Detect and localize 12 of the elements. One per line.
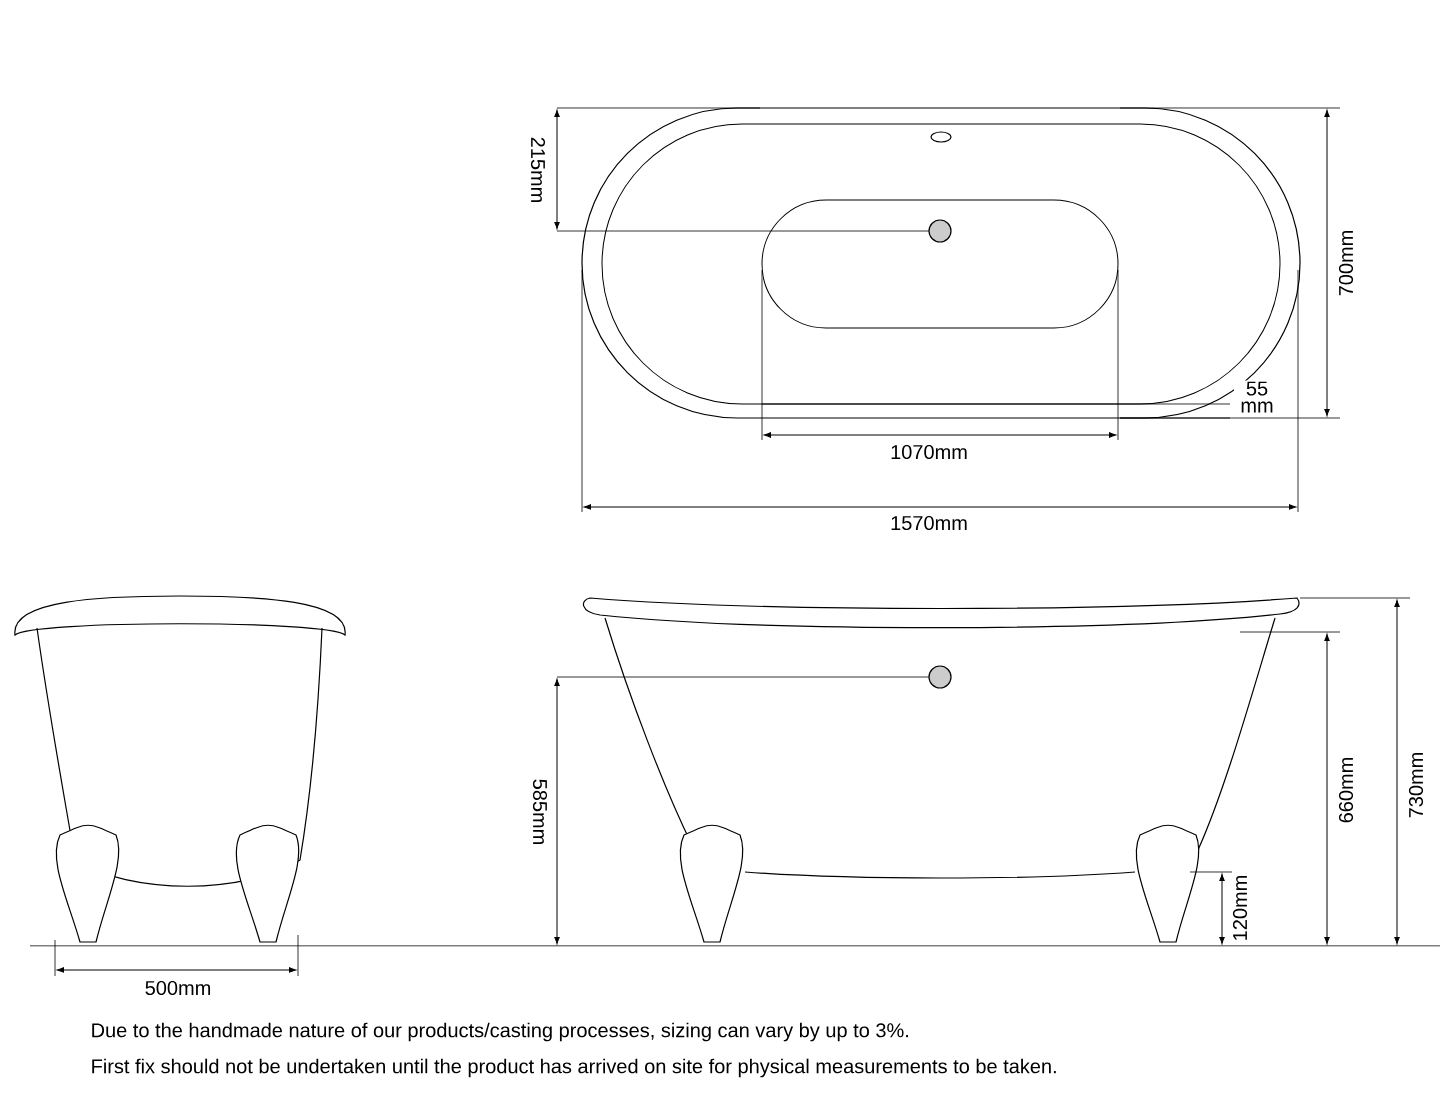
dimension-label: 500mm: [145, 980, 210, 996]
dimension-label: 585mm: [532, 779, 548, 844]
dimension-label: 55 mm: [1234, 380, 1280, 414]
dimension-label: 120mm: [1232, 876, 1248, 940]
dimension-label: 1570mm: [891, 515, 967, 531]
dimension-label: 1070mm: [891, 444, 967, 460]
note-text: Due to the handmade nature of our products/casting processes, sizing can vary by up to 3%.: [92, 1022, 908, 1042]
dimension-label: 215mm: [530, 137, 546, 202]
dimension-label: 730mm: [1408, 753, 1424, 818]
note-text: First fix should not be undertaken until the product has arrived on site for physical measurements to be taken.: [92, 1058, 1056, 1078]
dimension-label: 660mm: [1338, 758, 1354, 823]
dimension-label: 700mm: [1338, 231, 1354, 296]
